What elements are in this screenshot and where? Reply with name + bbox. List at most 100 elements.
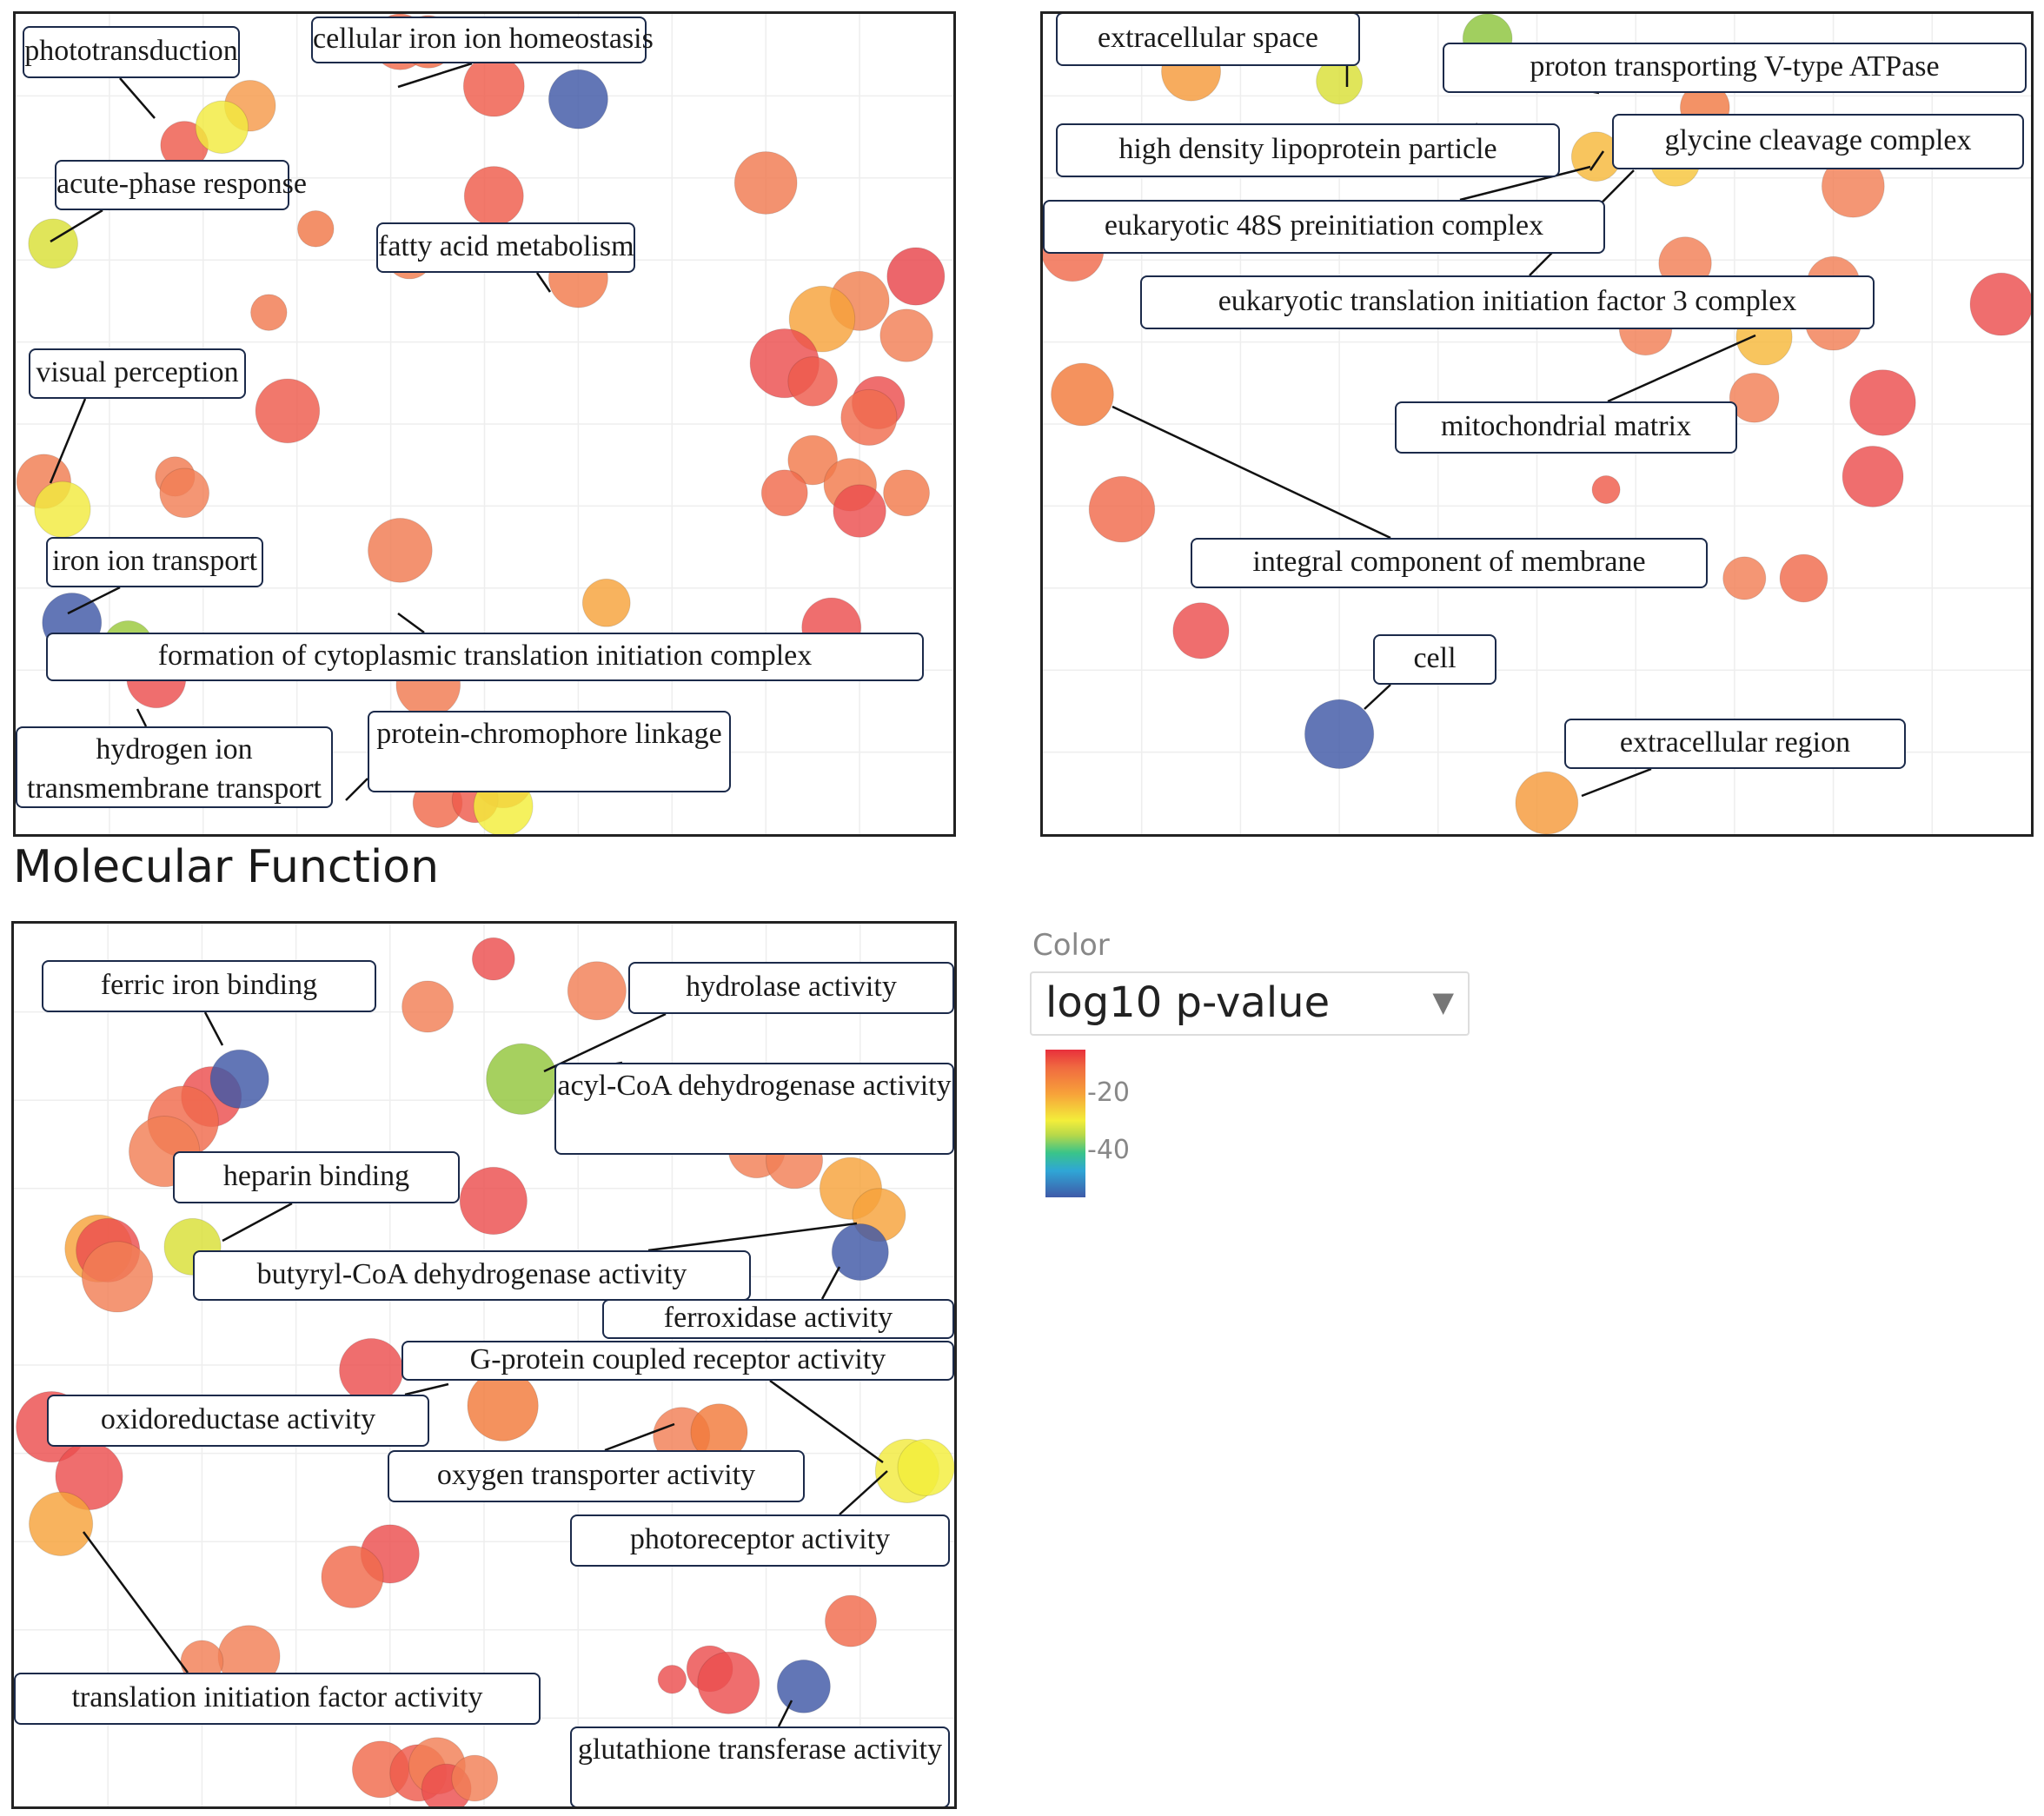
go-term-bubble[interactable]	[28, 218, 78, 269]
color-select-value: log10 p-value	[1045, 978, 1331, 1027]
go-term-bubble[interactable]	[29, 1491, 94, 1556]
go-term-label: fatty acid metabolism	[376, 222, 635, 273]
go-term-bubble[interactable]	[81, 1241, 154, 1313]
go-term-label: hydrogen ion transmembrane transport	[16, 726, 333, 808]
leader-line	[1112, 405, 1391, 540]
leader-line	[67, 586, 121, 615]
go-term-bubble[interactable]	[321, 1545, 384, 1608]
go-term-bubble[interactable]	[581, 578, 631, 627]
go-term-bubble[interactable]	[486, 1043, 558, 1115]
go-term-bubble[interactable]	[776, 1659, 831, 1713]
leader-line	[345, 778, 368, 801]
go-term-label: cellular iron ion homeostasis	[311, 17, 654, 63]
go-term-label: eukaryotic 48S preinitiation complex	[1043, 200, 1605, 254]
leader-line	[49, 398, 87, 484]
go-term-bubble[interactable]	[1849, 369, 1916, 436]
go-term-bubble[interactable]	[1515, 771, 1579, 834]
go-term-bubble[interactable]	[402, 980, 455, 1033]
go-term-bubble[interactable]	[195, 100, 249, 154]
go-term-bubble[interactable]	[1051, 362, 1114, 427]
go-term-label: oxygen transporter activity	[388, 1450, 805, 1502]
go-term-bubble[interactable]	[1842, 445, 1904, 507]
go-term-bubble[interactable]	[368, 518, 433, 583]
go-term-bubble[interactable]	[451, 1754, 499, 1802]
leader-line	[1364, 684, 1391, 710]
go-term-bubble[interactable]	[255, 378, 321, 444]
leader-line	[119, 77, 156, 119]
go-term-label: butyryl-CoA dehydrogenase activity	[193, 1250, 751, 1301]
go-term-bubble[interactable]	[1722, 556, 1767, 600]
go-term-bubble[interactable]	[250, 294, 288, 331]
go-term-bubble[interactable]	[567, 961, 627, 1021]
go-term-bubble[interactable]	[831, 1223, 889, 1281]
go-term-bubble[interactable]	[1779, 553, 1828, 603]
color-gradient-bar	[1045, 1050, 1085, 1197]
go-term-label: iron ion transport	[46, 537, 263, 587]
go-term-bubble[interactable]	[471, 937, 515, 981]
go-term-label: mitochondrial matrix	[1395, 401, 1737, 454]
go-term-bubble[interactable]	[897, 1438, 954, 1496]
go-term-bubble[interactable]	[1591, 474, 1621, 505]
cc-scatter-svg	[1043, 14, 2031, 834]
leader-line	[136, 708, 148, 727]
go-term-bubble[interactable]	[787, 434, 838, 486]
leader-line	[543, 1012, 667, 1073]
go-term-bubble[interactable]	[467, 1369, 539, 1442]
leader-line	[604, 1422, 675, 1452]
go-term-bubble[interactable]	[788, 285, 856, 353]
go-term-bubble[interactable]	[339, 1338, 404, 1403]
go-term-bubble[interactable]	[462, 55, 525, 117]
go-term-label: ferroxidase activity	[602, 1299, 954, 1339]
legend-caption: Color	[1032, 928, 1110, 963]
go-term-bubble[interactable]	[825, 1594, 877, 1647]
go-term-label: translation initiation factor activity	[14, 1673, 541, 1725]
leader-line	[50, 209, 103, 243]
color-select[interactable]: log10 p-value ▼	[1030, 971, 1470, 1036]
go-term-bubble[interactable]	[209, 1049, 269, 1109]
go-term-bubble[interactable]	[886, 247, 946, 306]
go-term-label: proton transporting V-type ATPase	[1443, 43, 2027, 93]
leader-line	[839, 1470, 888, 1515]
go-term-bubble[interactable]	[1729, 372, 1780, 423]
go-term-bubble[interactable]	[760, 469, 808, 517]
go-term-label: protein-chromophore linkage	[368, 711, 731, 792]
leader-line	[647, 1222, 858, 1252]
go-term-bubble[interactable]	[463, 166, 524, 227]
go-term-bubble[interactable]	[548, 69, 608, 129]
go-term-bubble[interactable]	[733, 151, 798, 215]
leader-line	[203, 1011, 224, 1046]
go-term-label: acute-phase response	[55, 160, 307, 210]
go-term-bubble[interactable]	[459, 1166, 528, 1236]
go-term-bubble[interactable]	[34, 481, 91, 538]
leader-line	[820, 1266, 841, 1300]
leader-line	[397, 62, 473, 89]
go-term-bubble[interactable]	[879, 308, 933, 362]
go-term-bubble[interactable]	[883, 469, 930, 517]
leader-line	[1459, 165, 1591, 202]
go-term-label: formation of cytoplasmic translation ini…	[46, 633, 924, 681]
go-term-bubble[interactable]	[787, 356, 838, 407]
leader-line	[1581, 767, 1652, 798]
go-term-bubble[interactable]	[840, 388, 898, 447]
go-term-label: extracellular space	[1056, 14, 1360, 66]
go-term-bubble[interactable]	[1172, 602, 1230, 659]
go-term-label: hydrolase activity	[628, 962, 954, 1014]
go-term-bubble[interactable]	[1969, 272, 2031, 336]
leader-line	[1589, 150, 1605, 171]
go-term-label: G-protein coupled receptor activity	[402, 1341, 954, 1381]
go-term-bubble[interactable]	[697, 1651, 760, 1714]
section-title-molecular-function: Molecular Function	[13, 841, 440, 893]
go-term-bubble[interactable]	[159, 467, 210, 519]
leader-line	[769, 1379, 884, 1464]
leader-line	[222, 1202, 293, 1243]
go-term-bubble[interactable]	[657, 1664, 687, 1694]
go-term-bubble[interactable]	[1304, 699, 1375, 769]
go-term-label: oxidoreductase activity	[47, 1395, 429, 1447]
go-term-bubble[interactable]	[1088, 475, 1156, 543]
cellular-component-panel: extracellular space proton transporting V…	[1040, 11, 2034, 837]
leader-line	[397, 612, 425, 634]
go-term-bubble[interactable]	[297, 210, 335, 248]
go-term-bubble[interactable]	[833, 484, 886, 538]
